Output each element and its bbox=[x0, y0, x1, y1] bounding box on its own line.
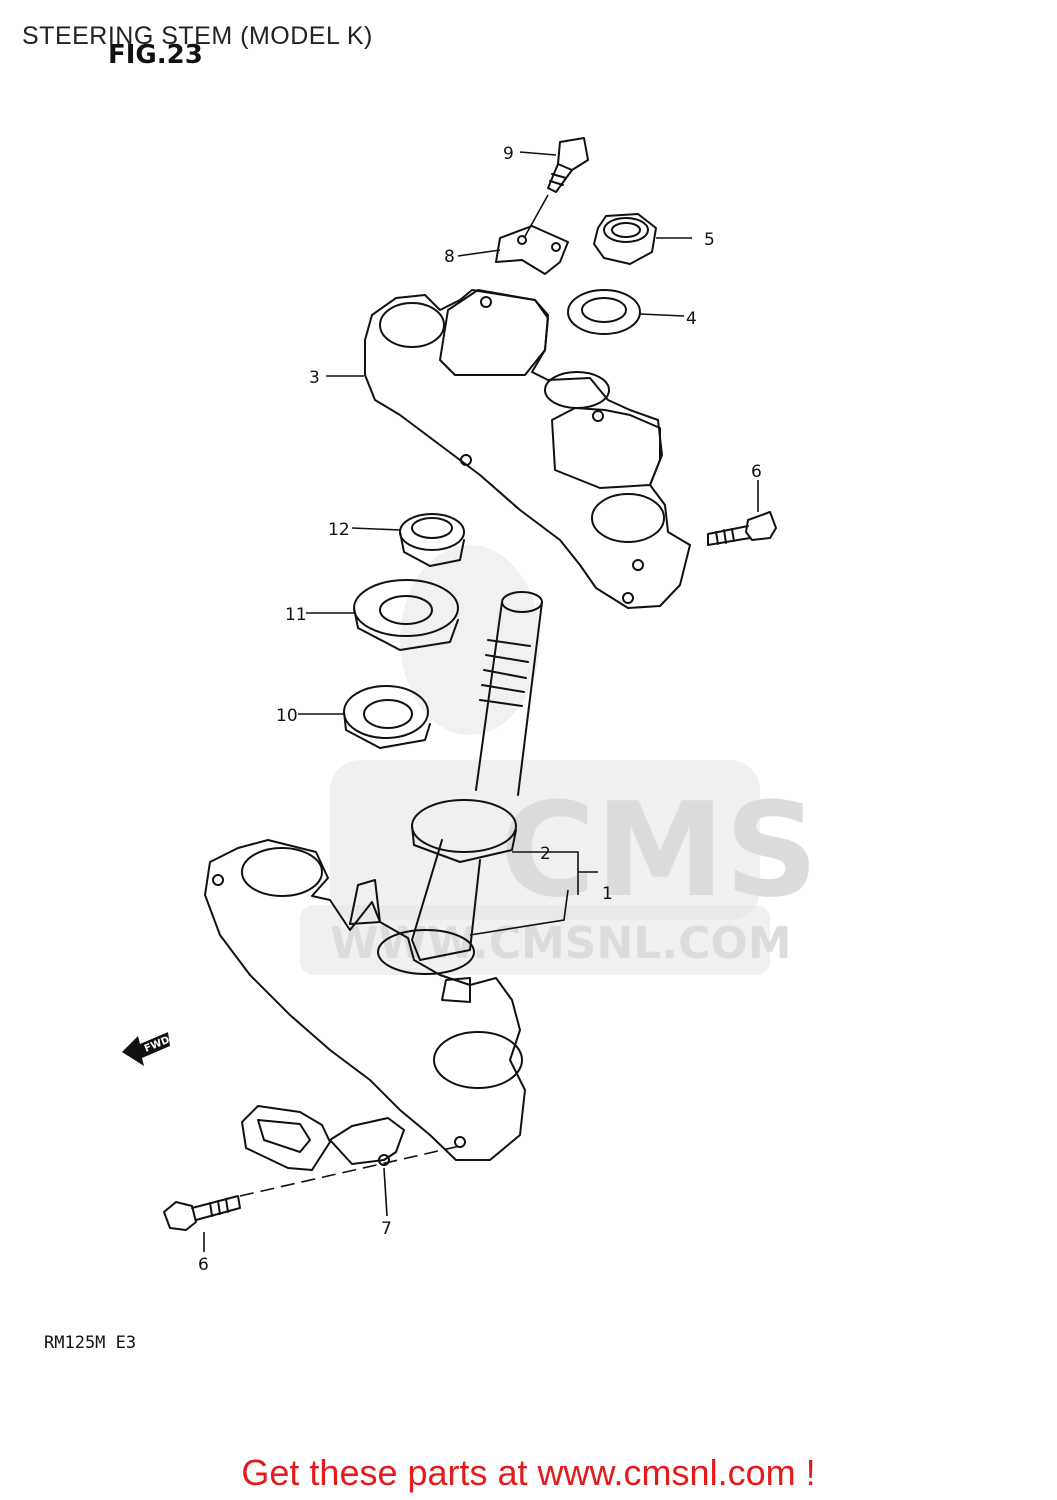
part-3-upper-bracket bbox=[364, 289, 691, 609]
part-6-bolt-upper bbox=[707, 511, 777, 546]
part-9-bolt bbox=[547, 137, 589, 193]
callout-10: 10 bbox=[276, 706, 298, 726]
part-5-nut bbox=[593, 213, 657, 265]
callout-5: 5 bbox=[704, 230, 715, 250]
footer-cta-link[interactable]: Get these parts at www.cmsnl.com ! bbox=[241, 1452, 816, 1493]
part-10-seal bbox=[343, 685, 431, 749]
part-1-steering-stem bbox=[411, 591, 543, 961]
callout-2: 2 bbox=[540, 844, 551, 864]
leader-lines bbox=[203, 151, 759, 1252]
callout-8: 8 bbox=[444, 247, 455, 267]
callout-labels: 9 8 5 4 3 6 12 11 10 2 1 6 7 bbox=[198, 144, 762, 1275]
model-code: RM125M E3 bbox=[44, 1333, 137, 1353]
part-7-cable-guide bbox=[241, 1105, 405, 1171]
callout-6-lower: 6 bbox=[198, 1255, 209, 1275]
page-title: STEERING STEM (MODEL K) bbox=[22, 22, 373, 50]
callout-9: 9 bbox=[503, 144, 514, 164]
callout-12: 12 bbox=[328, 520, 350, 540]
part-12-locknut bbox=[399, 513, 465, 567]
figure-label: FIG.23 bbox=[108, 40, 203, 70]
callout-1: 1 bbox=[602, 884, 613, 904]
part-8-clamp bbox=[495, 225, 569, 275]
callout-3: 3 bbox=[309, 368, 320, 388]
part-2-bearing bbox=[411, 799, 517, 863]
watermark-brand: CMS bbox=[500, 774, 818, 926]
callout-7: 7 bbox=[381, 1219, 392, 1239]
fwd-arrow-icon: FWD bbox=[122, 1032, 171, 1066]
callout-11: 11 bbox=[285, 605, 307, 625]
callout-4: 4 bbox=[686, 309, 697, 329]
part-6-bolt-lower bbox=[163, 1195, 241, 1231]
lower-bracket bbox=[204, 839, 526, 1161]
callout-6-upper: 6 bbox=[751, 462, 762, 482]
part-4-washer bbox=[567, 289, 641, 335]
part-11-bearing bbox=[353, 579, 459, 651]
watermark-url: WWW.CMSNL.COM bbox=[330, 918, 792, 969]
